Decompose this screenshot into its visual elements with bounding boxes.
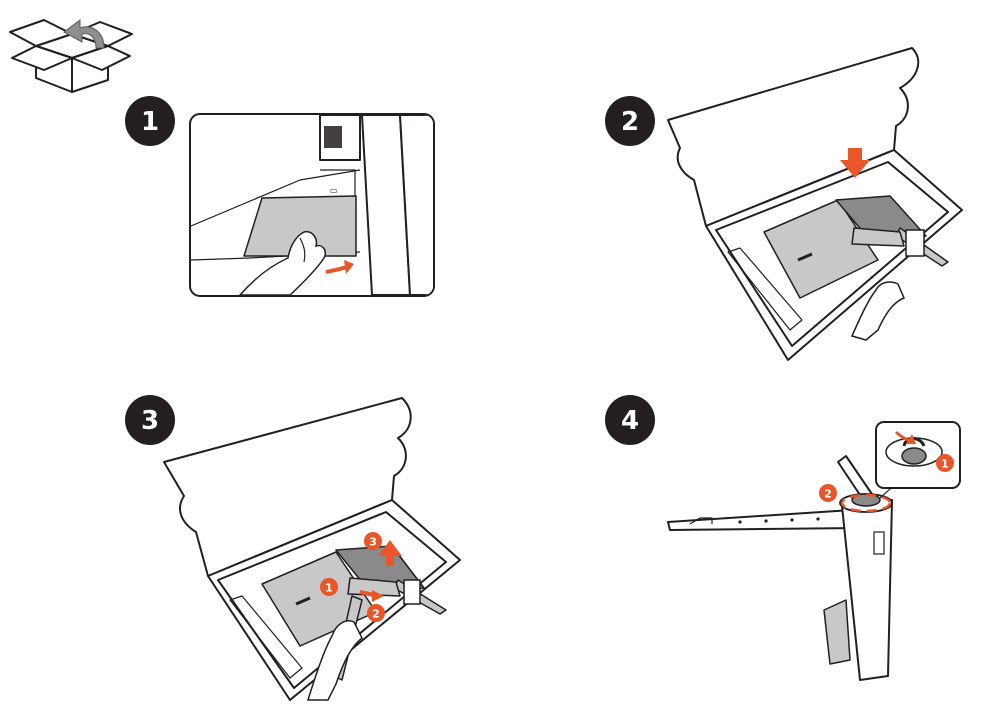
- step-3-sub-1: 1: [325, 582, 333, 595]
- open-box-arrow-icon: [9, 19, 133, 93]
- step-2-number: 2: [621, 107, 639, 137]
- step-1-number: 1: [141, 107, 159, 137]
- step-4-badge: 4: [605, 395, 655, 445]
- step-2-illustration: [667, 47, 963, 361]
- step-1-illustration: ▭: [189, 113, 435, 297]
- step-3-number: 3: [141, 406, 159, 436]
- step-4-sub-2: 2: [824, 488, 832, 501]
- step-3-illustration: 1 2 3: [163, 397, 461, 701]
- svg-text:▭: ▭: [330, 186, 338, 195]
- step-4-number: 4: [621, 406, 639, 436]
- step-4-sub-1: 1: [941, 458, 949, 471]
- step-2-badge: 2: [605, 96, 655, 146]
- step-1-badge: 1: [125, 96, 175, 146]
- step-3-badge: 3: [125, 395, 175, 445]
- step-4-illustration: 2 1: [667, 421, 961, 681]
- step-3-sub-3: 3: [369, 536, 377, 549]
- step-3-sub-2: 2: [372, 608, 380, 621]
